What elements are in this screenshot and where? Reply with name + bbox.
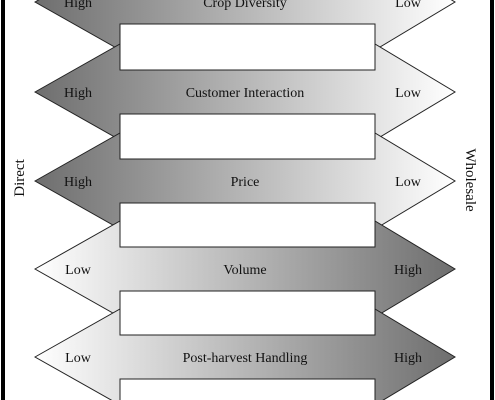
arrow-left-end-label: High bbox=[64, 86, 92, 101]
arrow-shape bbox=[33, 43, 456, 141]
arrow-post-harvest-handling: Low Post-harvest Handling High bbox=[33, 308, 456, 400]
arrow-right-end-label: Low bbox=[395, 86, 422, 101]
arrow-right-end-label: Low bbox=[395, 0, 422, 11]
arrow-right-end-label: High bbox=[394, 351, 422, 366]
arrow-title: Crop Diversity bbox=[203, 0, 287, 11]
wholesale-label: Wholesale bbox=[462, 148, 478, 212]
arrow-right-end-label: High bbox=[394, 263, 422, 278]
arrow-left-end-label: Low bbox=[65, 263, 92, 278]
arrow-title: Post-harvest Handling bbox=[183, 351, 308, 366]
arrow-price: High Price Low bbox=[33, 132, 456, 230]
arrow-crop-diversity: High Crop Diversity Low bbox=[33, 0, 456, 51]
arrow-customer-interaction: High Customer Interaction Low bbox=[33, 43, 456, 141]
arrow-shape bbox=[33, 220, 456, 318]
arrow-title: Customer Interaction bbox=[186, 86, 305, 101]
arrow-right-end-label: Low bbox=[395, 175, 422, 190]
arrow-title: Volume bbox=[223, 263, 266, 278]
arrow-left-end-label: High bbox=[64, 0, 92, 11]
arrow-volume: Low Volume High bbox=[33, 220, 456, 318]
direct-label: Direct bbox=[12, 158, 28, 196]
arrow-title: Price bbox=[231, 175, 260, 190]
arrow-shape bbox=[33, 0, 456, 51]
arrow-left-end-label: High bbox=[64, 175, 92, 190]
arrow-left-end-label: Low bbox=[65, 351, 92, 366]
arrow-shape bbox=[33, 308, 456, 400]
arrow-shape bbox=[33, 132, 456, 230]
